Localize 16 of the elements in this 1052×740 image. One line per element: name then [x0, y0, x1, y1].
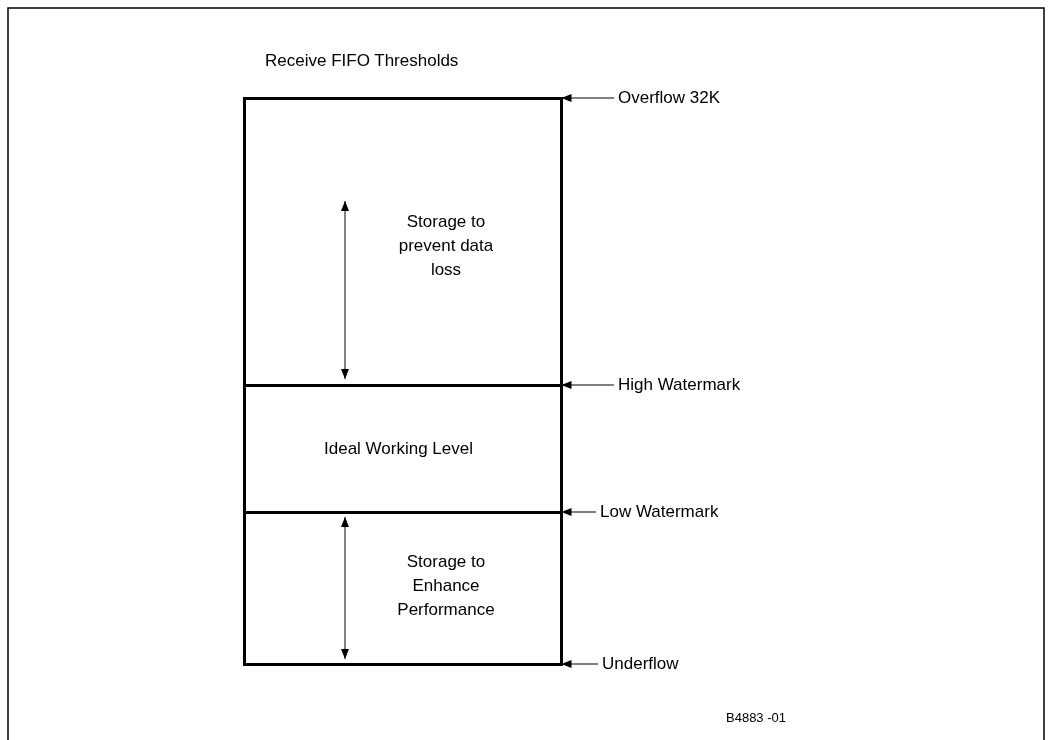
fifo-region	[243, 511, 563, 666]
threshold-label: Underflow	[602, 654, 679, 674]
region-label: Ideal Working Level	[323, 438, 474, 460]
figure-number: B4883 -01	[726, 710, 786, 725]
threshold-label: Low Watermark	[600, 502, 719, 522]
arrow	[560, 508, 597, 516]
arrow	[560, 660, 599, 668]
threshold-label: Overflow 32K	[618, 88, 721, 108]
region-label: Storage to prevent data loss	[397, 211, 495, 281]
fifo-region	[243, 384, 563, 514]
region-label: Storage to Enhance Performance	[396, 551, 496, 621]
fifo-region	[243, 97, 563, 387]
threshold-label: High Watermark	[618, 375, 741, 395]
diagram-title: Receive FIFO Thresholds	[265, 51, 459, 71]
arrow	[560, 381, 615, 389]
arrow	[560, 94, 615, 102]
